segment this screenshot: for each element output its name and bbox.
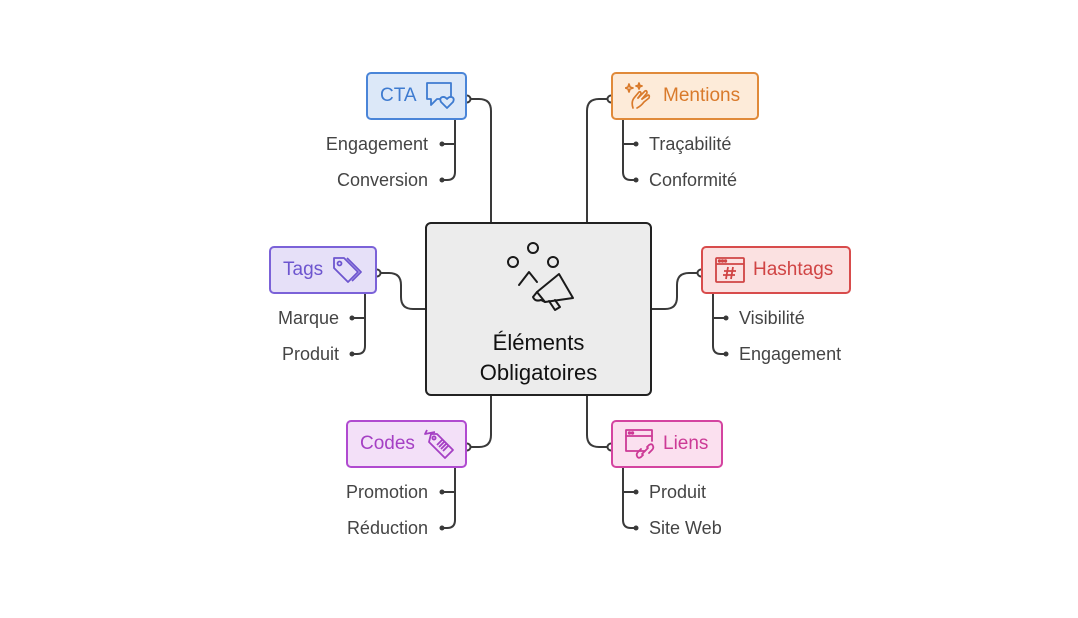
leaf-liens-produit: Produit xyxy=(649,482,707,502)
branch-liens-label: Liens xyxy=(663,433,709,454)
branch-mentions-label: Mentions xyxy=(663,85,741,106)
tag-icon xyxy=(333,257,363,283)
branch-liens: Liens xyxy=(611,420,723,468)
hashtag-browser-icon xyxy=(715,257,745,283)
browser-link-icon xyxy=(625,429,655,459)
leaf-codes-promotion: Promotion xyxy=(345,482,428,502)
barcode-tag-icon xyxy=(424,429,454,459)
sparkle-hand-icon xyxy=(625,82,651,109)
leaf-codes-reduction: Réduction xyxy=(346,518,428,538)
leaf-liens-site-web: Site Web xyxy=(649,518,722,538)
leaf-hashtags-engagement: Engagement xyxy=(739,344,842,364)
branch-tags-label: Tags xyxy=(283,259,324,280)
leaf-tags-produit: Produit xyxy=(281,344,339,364)
central-title-line1: Éléments xyxy=(492,330,585,355)
leaf-mentions-conformite: Conformité xyxy=(649,170,738,190)
leaf-tags-marque: Marque xyxy=(277,308,339,328)
branch-cta: CTA xyxy=(366,72,467,120)
branch-hashtags: Hashtags xyxy=(701,246,851,294)
leaf-hashtags-visibilite: Visibilité xyxy=(739,308,805,328)
branch-cta-label: CTA xyxy=(380,85,417,106)
leaf-cta-conversion: Conversion xyxy=(336,170,428,190)
central-title: Éléments Obligatoires xyxy=(427,328,650,388)
branch-mentions: Mentions xyxy=(611,72,759,120)
central-topic: Éléments Obligatoires xyxy=(425,222,652,396)
chat-heart-icon xyxy=(425,82,455,109)
branch-codes-label: Codes xyxy=(360,433,415,454)
leaf-mentions-tracabilite: Traçabilité xyxy=(649,134,732,154)
leaf-cta-engagement: Engagement xyxy=(325,134,428,154)
branch-hashtags-label: Hashtags xyxy=(753,259,834,280)
megaphone-icon xyxy=(507,242,574,311)
branch-codes: Codes xyxy=(346,420,467,468)
branch-tags: Tags xyxy=(269,246,377,294)
central-title-line2: Obligatoires xyxy=(479,360,598,385)
